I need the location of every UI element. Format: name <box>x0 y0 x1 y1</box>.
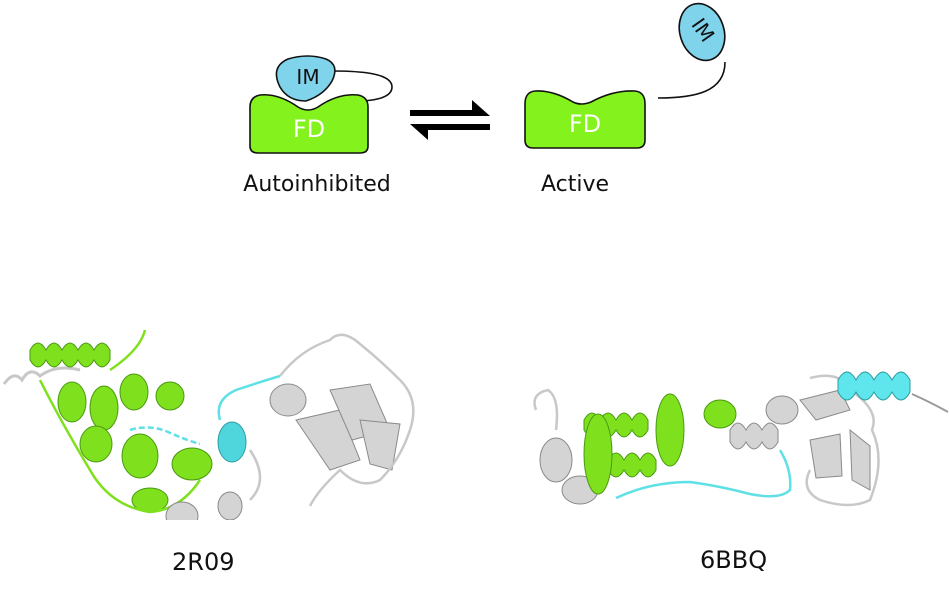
structure-6bbq-image <box>520 350 950 520</box>
autoinhibited-diagram-svg <box>249 55 393 154</box>
active-diagram-svg <box>524 2 726 149</box>
active-schematic: IM FD <box>515 0 745 160</box>
structure-label-6bbq: 6BBQ <box>700 546 768 574</box>
active-label: Active <box>540 172 610 197</box>
equilibrium-arrow-icon <box>408 98 492 144</box>
structure-2r09-image <box>0 320 440 531</box>
im-label-autoinhibited: IM <box>296 65 320 89</box>
autoinhibited-label: Autoinhibited <box>243 172 391 197</box>
fd-label-autoinhibited: FD <box>292 115 326 143</box>
structure-label-2r09: 2R09 <box>172 548 235 576</box>
fd-label-active: FD <box>568 110 602 138</box>
autoinhibited-schematic: IM FD <box>240 45 430 155</box>
